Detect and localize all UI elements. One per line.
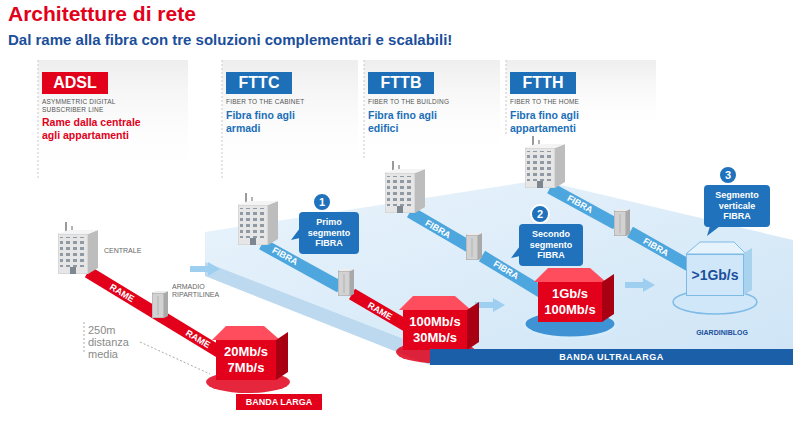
fiber-pipe [410, 212, 470, 247]
central-office-building [385, 161, 425, 213]
central-office-building [58, 136, 565, 274]
technology-tag-text: FTTC [239, 74, 280, 92]
house-roof [212, 326, 280, 340]
central-office-building [58, 222, 98, 274]
column-panels [364, 60, 365, 160]
copper-pipe [88, 272, 236, 362]
central-office-building [525, 136, 565, 188]
technology-description: Fibra fino agli appartamenti [510, 109, 610, 134]
part-name: CENTRALE [104, 247, 141, 255]
technology-tag: FTTC [226, 72, 292, 94]
callout-number: 1 [312, 192, 332, 212]
flow-arrow [190, 262, 220, 276]
callout-bubble-text: Secondo segmento FIBRA [523, 229, 579, 260]
callout-number-text: 3 [725, 169, 731, 181]
central-office-building [238, 193, 278, 245]
technology-name: ASYMMETRIC DIGITAL SUBSCRIBER LINE [42, 98, 152, 114]
callout-bubble: Primo segmento FIBRA [299, 212, 359, 254]
street-cabinet [338, 269, 354, 296]
technology-tag: FTTH [510, 72, 576, 94]
title: Architetture di rete [8, 2, 196, 26]
house-roof [467, 302, 479, 350]
column-panels [222, 60, 223, 180]
fiber-pipe [630, 232, 690, 266]
house-roof [602, 274, 614, 322]
street-cabinet [152, 291, 168, 318]
callout-number-text: 1 [319, 196, 325, 208]
pipe-label: RAME [184, 328, 212, 350]
technology-tag: FTTB [368, 72, 434, 94]
flow-arrow [475, 298, 505, 312]
broadband-band-text: BANDA LARGA [246, 397, 313, 407]
technology-name: FIBER TO THE HOME [510, 98, 620, 106]
technology-description: Fibra fino agli armadi [226, 109, 318, 134]
copper-pipe [88, 272, 412, 362]
technology-description: Fibra fino agli edifici [368, 109, 460, 134]
speed-house: 1Gb/s100Mb/s [538, 282, 602, 322]
technology-tag-text: FTTB [381, 74, 422, 92]
ultra-broadband-strip [430, 349, 793, 365]
speed-building: >1Gb/s [686, 254, 744, 296]
callout-bubble-text: Primo segmento FIBRA [303, 217, 355, 248]
house-roof [399, 296, 471, 310]
column-panels [506, 60, 656, 135]
technology-name: FIBER TO THE BUILDING [368, 98, 478, 106]
ultra-broadband-strip [430, 349, 793, 365]
house-roof [534, 268, 606, 282]
technology-description: Rame dalla centrale agli appartamenti [42, 116, 150, 141]
speed-house-text: 7Mb/s [228, 360, 265, 376]
technology-name: FIBER TO THE CABINET [226, 98, 336, 106]
callout-bubble: Segmento verticale FIBRA [704, 185, 770, 227]
street-cabinet [614, 209, 630, 236]
speed-building-text: >1Gb/s [691, 267, 738, 283]
house-base [206, 290, 757, 393]
speed-house-text: 1Gb/s [552, 286, 588, 302]
column-panels [364, 60, 500, 160]
pipe-label: RAME [108, 282, 136, 304]
technology-tag-text: FTTH [523, 74, 564, 92]
house-roof [276, 332, 288, 380]
column-panels [222, 60, 358, 180]
speed-house: 20Mb/s7Mb/s [216, 340, 276, 380]
fiber-pipe [550, 188, 616, 224]
distance-label: 250m distanza media [88, 324, 140, 360]
ultra-broadband-floor [205, 180, 793, 365]
callout-bubble-text: Segmento verticale FIBRA [708, 190, 766, 221]
technology-tag-text: ADSL [53, 74, 97, 92]
fiber-pipe [262, 188, 690, 296]
speed-house-text: 100Mb/s [544, 302, 595, 318]
distance-marker [84, 322, 85, 352]
callout-number: 2 [530, 204, 550, 224]
street-cabinet [466, 233, 482, 260]
callout-number: 3 [718, 165, 738, 185]
flow-arrow [625, 278, 655, 292]
column-panels [506, 60, 507, 135]
ultra-broadband-band: BANDA ULTRALARGA [430, 349, 793, 365]
callout-bubble: Secondo segmento FIBRA [519, 224, 583, 266]
distance-marker [140, 342, 210, 374]
callout-tail [707, 226, 720, 236]
speed-house: 100Mb/s30Mb/s [403, 310, 467, 350]
broadband-band: BANDA LARGA [236, 394, 322, 410]
speed-house-text: 30Mb/s [413, 330, 457, 346]
ultra-broadband-floor [205, 180, 793, 349]
part-name: ARMADIO RIPARTILINEA [172, 283, 232, 300]
column-panels [38, 60, 39, 180]
callout-number-text: 2 [537, 208, 543, 220]
subtitle: Dal rame alla fibra con tre soluzioni co… [8, 31, 452, 48]
speed-house-text: 20Mb/s [224, 344, 268, 360]
column-panels [38, 60, 188, 180]
watermark: GIARDINIBLOG [696, 329, 748, 336]
speed-house-text: 100Mb/s [409, 314, 460, 330]
ultra-broadband-band-text: BANDA ULTRALARGA [559, 352, 664, 362]
technology-tag: ADSL [42, 72, 108, 94]
house-roof [686, 242, 746, 254]
